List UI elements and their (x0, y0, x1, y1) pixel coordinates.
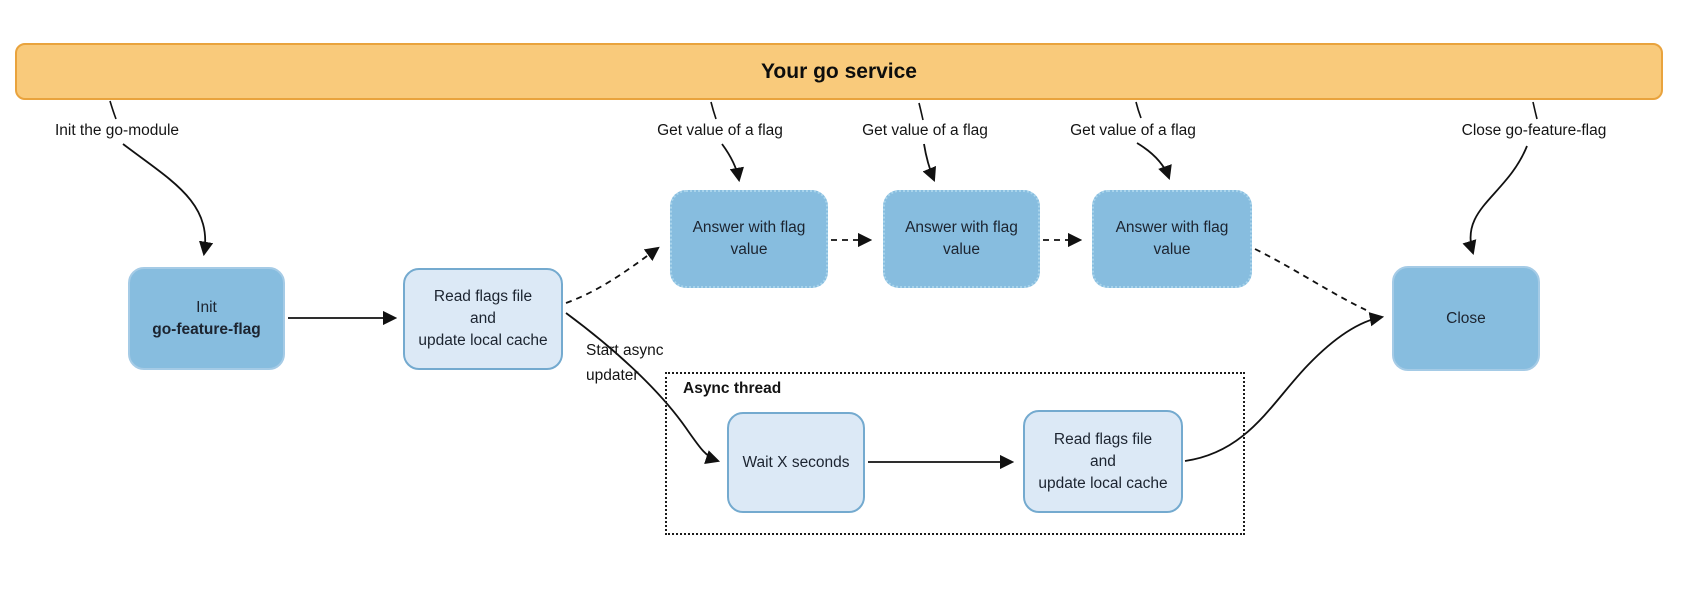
tick-get-value-2 (918, 102, 924, 121)
arrow-init-label-to-init-node (122, 143, 214, 257)
arrow-close-label-to-close-node (1462, 145, 1528, 256)
node-init-go-feature-flag: Init go-feature-flag (128, 267, 285, 370)
arrow-read-flags-to-answer1-dashed (565, 246, 660, 304)
arrow-get3-to-answer3 (1136, 142, 1172, 181)
arrow-read-flags-to-wait (565, 312, 721, 464)
label-init-go-module: Init the go-module (54, 122, 180, 139)
async-thread-container: Async thread (665, 372, 1245, 535)
arrow-get2-to-answer2 (922, 143, 936, 182)
line-answer3-to-close-dashed (1254, 248, 1367, 311)
label-start-async-updater: Start async updater (586, 342, 664, 384)
tick-init-module (109, 100, 117, 120)
node-close: Close (1392, 266, 1540, 371)
tick-get-value-1 (710, 101, 717, 120)
node-init-line2: go-feature-flag (152, 320, 261, 338)
tick-close (1532, 101, 1538, 120)
node-read-flags-file: Read flags file and update local cache (403, 268, 563, 370)
label-get-value-1: Get value of a flag (657, 122, 783, 139)
your-go-service-banner: Your go service (15, 43, 1663, 100)
label-get-value-3: Get value of a flag (1070, 122, 1196, 139)
node-answer-with-flag-value-3: Answer with flag value (1092, 190, 1252, 288)
node-read-flags-file-async: Read flags file and update local cache (1023, 410, 1183, 513)
node-init-line1: Init (196, 298, 217, 316)
banner-title: Your go service (760, 59, 917, 83)
label-close-go-feature-flag: Close go-feature-flag (1461, 122, 1607, 139)
arrow-read-flags-async-to-close (1184, 312, 1385, 462)
arrow-get1-to-answer1 (721, 143, 744, 183)
async-thread-label: Async thread (683, 380, 782, 397)
node-wait-x-seconds: Wait X seconds (727, 412, 865, 513)
label-get-value-2: Get value of a flag (862, 122, 988, 139)
node-answer-with-flag-value-1: Answer with flag value (670, 190, 828, 288)
node-answer-with-flag-value-2: Answer with flag value (883, 190, 1040, 288)
tick-get-value-3 (1135, 101, 1142, 119)
